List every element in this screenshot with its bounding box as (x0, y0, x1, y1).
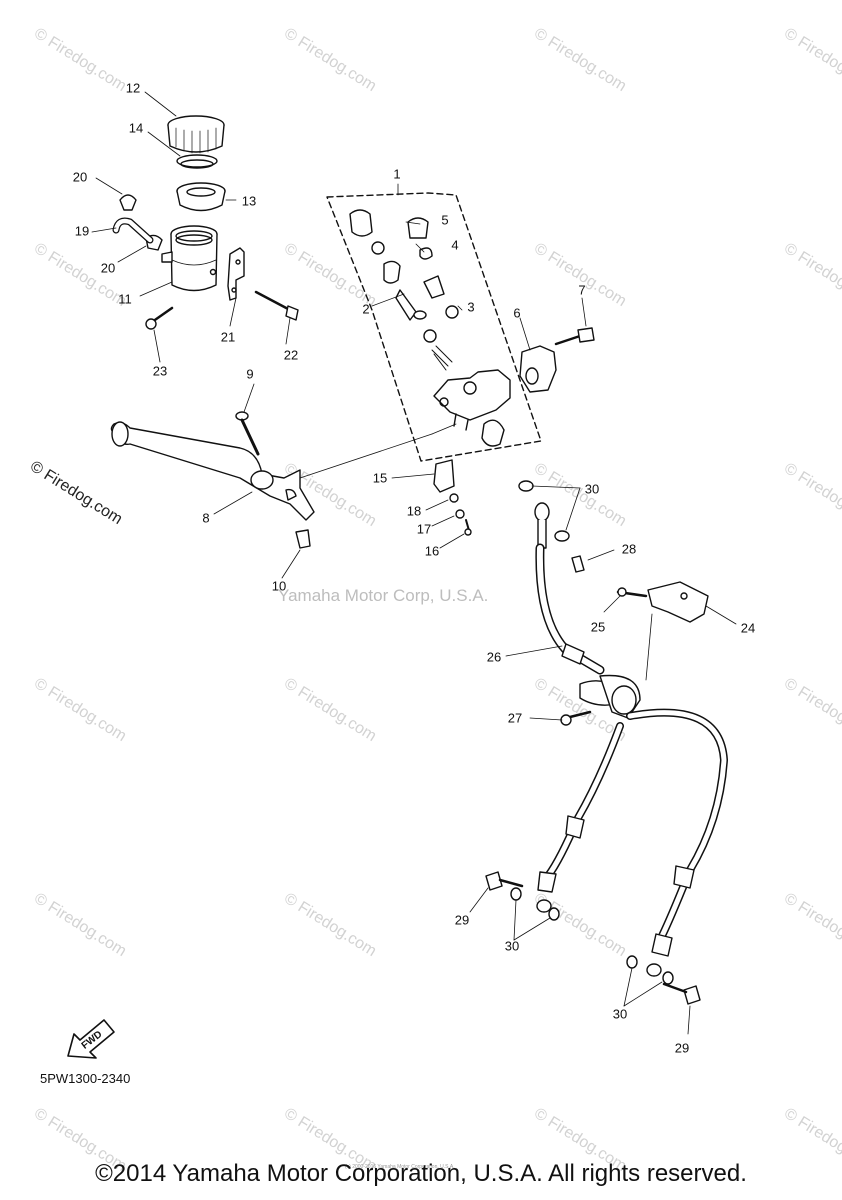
center-watermark: Yamaha Motor Corp, U.S.A. (278, 586, 489, 605)
fwd-arrow-icon: FWD (67, 1019, 115, 1059)
reservoir-tank (161, 225, 218, 292)
brake-light-switch (433, 459, 472, 536)
reservoir-bracket (227, 247, 245, 301)
callout: 27 (507, 710, 523, 726)
copyright-notice: ©2014 Yamaha Motor Corporation, U.S.A. A… (95, 1160, 747, 1187)
brake-lever (110, 421, 315, 521)
callout: 10 (271, 578, 287, 594)
callout: 15 (372, 470, 388, 486)
callout: 3 (467, 299, 475, 315)
callout: 9 (246, 366, 254, 382)
lever-pivot-bolt (235, 411, 260, 456)
diaphragm (176, 182, 226, 212)
callout: 2 (362, 301, 370, 317)
callout: 26 (486, 649, 502, 665)
holder-bolt (554, 327, 595, 346)
callout: 22 (283, 347, 299, 363)
dust-boot (407, 217, 445, 299)
lever-nut (295, 529, 311, 549)
callout: 5 (441, 212, 449, 228)
callout: 4 (451, 237, 459, 253)
master-cylinder-holder (519, 345, 557, 393)
brake-hose-left (536, 722, 624, 913)
fine-print: (c) 2000-2016 Yamaha Motor Corporation, … (345, 1164, 455, 1170)
callout: 7 (578, 282, 586, 298)
hose-guide (616, 581, 709, 623)
callout: 6 (513, 305, 521, 321)
reservoir-hose (112, 217, 154, 244)
washer-set (510, 887, 674, 985)
callout: 17 (416, 521, 432, 537)
leader-line (431, 423, 457, 435)
brake-hose-right (626, 708, 728, 977)
callout: 18 (406, 503, 422, 519)
callout: 30 (612, 1006, 628, 1022)
callout: 20 (100, 260, 116, 276)
callout: 13 (241, 193, 257, 209)
leader-line (645, 613, 653, 681)
callout: 29 (454, 912, 470, 928)
screw-23 (145, 306, 174, 330)
callout: 21 (220, 329, 236, 345)
callout: 28 (621, 541, 637, 557)
callout: 29 (674, 1040, 690, 1056)
union-bolt (485, 555, 701, 1005)
callout: 12 (125, 80, 141, 96)
piston-kit (349, 209, 459, 371)
diaphragm-plate (176, 154, 218, 169)
callout: 20 (72, 169, 88, 185)
callout: 14 (128, 120, 144, 136)
callout: 19 (74, 223, 90, 239)
leader-line (299, 433, 433, 479)
copper-washer (518, 480, 570, 542)
callout: 8 (202, 510, 210, 526)
callout: 25 (590, 619, 606, 635)
reservoir-cap (167, 115, 225, 154)
diagram-code: 5PW1300-2340 (40, 1071, 131, 1086)
master-cylinder (433, 369, 511, 447)
callout: 24 (740, 620, 756, 636)
callout-leaders (91, 91, 737, 1035)
hose-holder-bolt (560, 710, 592, 726)
brake-hose-upper (534, 502, 621, 706)
callout: 30 (584, 481, 600, 497)
callout: 16 (424, 543, 440, 559)
callout: 11 (118, 291, 132, 307)
callout: 30 (504, 938, 520, 954)
callout: 23 (152, 363, 168, 379)
callout: 1 (393, 166, 401, 182)
bolt-22 (254, 290, 299, 321)
kit-outline (326, 192, 542, 462)
